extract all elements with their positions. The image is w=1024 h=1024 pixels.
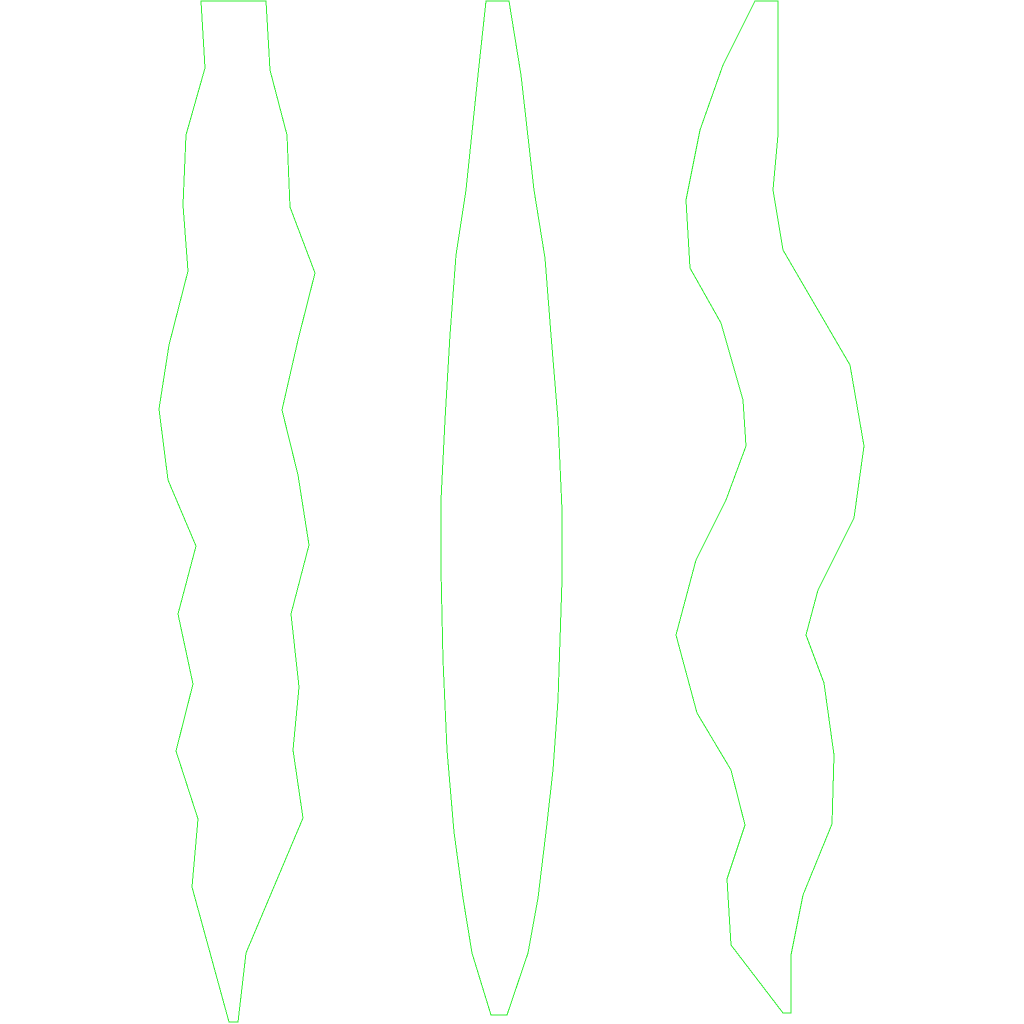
left-wavy-outline	[158, 0, 316, 1023]
center-lens-outline	[440, 0, 563, 1016]
right-wavy-outline	[675, 0, 865, 1014]
